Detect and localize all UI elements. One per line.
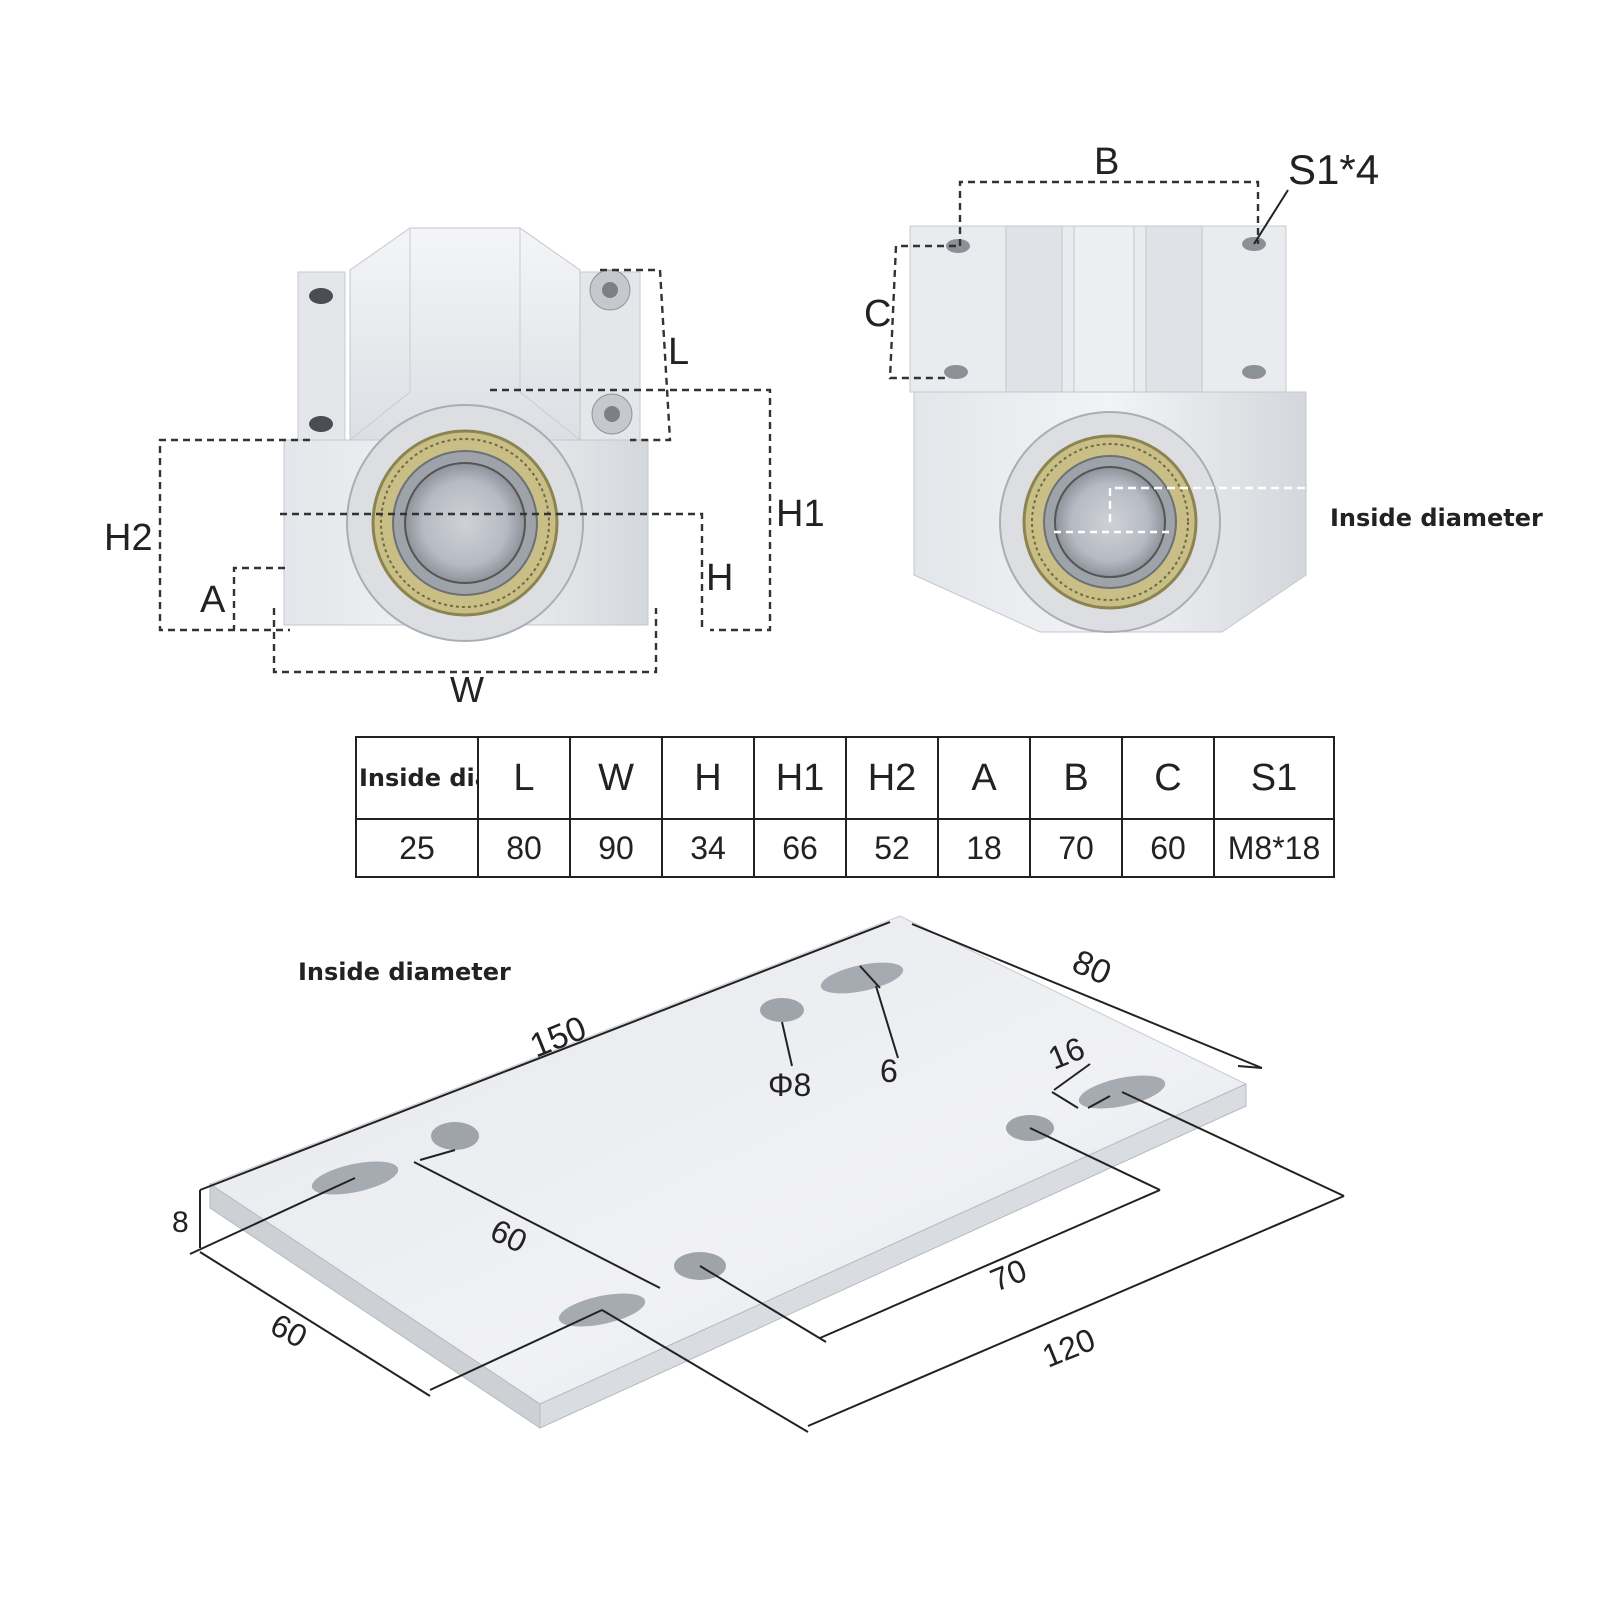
inside-diameter-label: Inside diameter xyxy=(1330,504,1543,532)
spec-header-cell: H2 xyxy=(845,736,939,820)
spec-header-cell: A xyxy=(937,736,1031,820)
back-view-bearing-block: B S1*4 C Inside diameter xyxy=(864,141,1543,633)
spec-value-cell: 60 xyxy=(1121,818,1215,878)
mounting-plate: Inside diameter 150 80 8 Φ8 6 16 60 70 6… xyxy=(172,915,1345,1433)
dim-label-B: B xyxy=(1094,141,1119,183)
plate-dim-slot-span: 120 xyxy=(1037,1321,1100,1374)
dim-label-H1: H1 xyxy=(776,493,825,535)
spec-value-cell: M8*18 xyxy=(1213,818,1335,878)
spec-value-cell: 70 xyxy=(1029,818,1123,878)
threaded-hole-icon xyxy=(944,365,968,379)
flange-hole-icon xyxy=(309,416,333,432)
plate-hole-icon xyxy=(760,998,804,1022)
threaded-hole-icon xyxy=(946,239,970,253)
spec-header-cell: B xyxy=(1029,736,1123,820)
dim-label-A: A xyxy=(200,579,226,621)
spec-header-cell: C xyxy=(1121,736,1215,820)
spec-value-cell: 80 xyxy=(477,818,571,878)
spec-header-cell: S1 xyxy=(1213,736,1335,820)
dim-label-S1: S1*4 xyxy=(1288,146,1379,193)
spec-header-cell: W xyxy=(569,736,663,820)
plate-slot-icon xyxy=(820,962,904,994)
spec-value-cell: 18 xyxy=(937,818,1031,878)
plate-hole-icon xyxy=(431,1122,479,1150)
dim-label-H2: H2 xyxy=(104,517,153,559)
plate-dim-hole-spacing-b: 70 xyxy=(985,1252,1031,1299)
flange-hole-icon xyxy=(309,288,333,304)
spec-value-cell: 34 xyxy=(661,818,755,878)
dim-label-C: C xyxy=(864,293,891,335)
dim-label-W: W xyxy=(450,669,484,710)
spec-table-header-row: Inside dia L W H H1 H2 A B C S1 xyxy=(355,736,1335,820)
spec-table-value-row: 25 80 90 34 66 52 18 70 60 M8*18 xyxy=(355,818,1335,878)
spec-header-cell: H xyxy=(661,736,755,820)
spec-value-cell: 52 xyxy=(845,818,939,878)
plate-dim-thickness: 8 xyxy=(172,1206,189,1239)
plate-dim-slot-width: 6 xyxy=(880,1053,898,1089)
spec-header-cell: L xyxy=(477,736,571,820)
dim-label-L: L xyxy=(668,331,689,373)
dim-label-H: H xyxy=(706,557,733,599)
spec-header-cell: H1 xyxy=(753,736,847,820)
plate-dim-slot-spacing: 60 xyxy=(265,1306,313,1354)
spec-header-cell: Inside dia xyxy=(355,736,479,820)
front-view-bearing-block: L H2 H1 H A W xyxy=(104,227,825,710)
spec-value-cell: 90 xyxy=(569,818,663,878)
plate-title: Inside diameter xyxy=(298,958,511,986)
spec-value-cell: 25 xyxy=(355,818,479,878)
threaded-hole-icon xyxy=(1242,365,1266,379)
plate-dim-hole-dia: Φ8 xyxy=(768,1067,811,1103)
spec-value-cell: 66 xyxy=(753,818,847,878)
spec-table: Inside dia L W H H1 H2 A B C S1 25 80 90… xyxy=(355,736,1335,878)
plate-dim-width: 80 xyxy=(1067,943,1117,993)
